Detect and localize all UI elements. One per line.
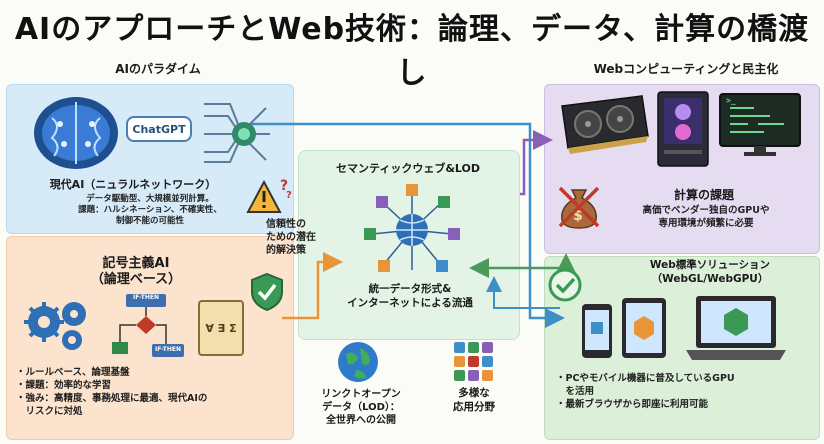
semantic-web-description: 統一データ形式& インターネットによる流通 [347, 283, 473, 309]
arrow-ai-to-standard [250, 122, 565, 328]
semantic-web-heading: セマンティックウェブ&LOD [335, 162, 481, 175]
terminal-prompt: >_ [726, 96, 736, 105]
network-globe-icon [364, 184, 460, 272]
flowchart-icon [112, 294, 184, 357]
check-circle-icon [548, 268, 582, 302]
if-then-label-bottom: IF-THEN [155, 346, 181, 353]
compute-problem-description: 高価でベンダー独自のGPUや 専用環境が頻繁に必要 [642, 205, 770, 229]
modern-ai-description: データ駆動型、大規模並列計算。 課題：ハルシネーション、不確実性、 制御不能の可… [78, 194, 222, 226]
pc-tower-icon [657, 91, 709, 167]
circuit-icon [204, 103, 270, 163]
laptop-icon [686, 296, 786, 360]
gpu-card-icon [561, 95, 649, 154]
web-standard-description: ・PCやモバイル機器に普及しているGPU を活用 ・最新ブラウザから即座に利用可… [556, 373, 735, 410]
web-computing-heading: Webコンピューティングと民主化 [593, 62, 779, 76]
compute-problem-heading: 計算の課題 [673, 188, 734, 202]
shield-check-icon [251, 272, 283, 312]
svg-text:?: ? [280, 178, 288, 194]
arrow-standard-to-semantic-lower [486, 276, 560, 309]
earth-globe-icon [338, 342, 378, 382]
page-title: AIのアプローチとWeb技術：論理、データ、計算の橋渡し [14, 12, 810, 91]
symbolic-ai-heading: 記号主義AI （論理ベース） [90, 256, 182, 287]
terminal-monitor-icon [719, 93, 801, 156]
smartphone-icon [582, 304, 612, 358]
modern-ai-heading: 現代AI（ニュラルネットワーク） [49, 178, 217, 191]
if-then-label-top: IF-THEN [133, 294, 159, 301]
apps-grid-icon [454, 342, 493, 381]
money-bag-crossed-icon: $ [558, 186, 600, 229]
bridge-solution-text: 信頼性の ための潜在 的解決策 [266, 219, 316, 256]
warning-icon: ? ? [246, 178, 292, 213]
brain-icon [34, 97, 118, 169]
svg-text:?: ? [286, 190, 292, 201]
web-standard-heading: Web標準ソリューション （WebGL/WebGPU） [649, 259, 771, 285]
symbolic-ai-description: ・ルールベース、論理基盤 ・課題：効率的な学習 ・強み：高精度、事務処理に最適、… [16, 367, 208, 417]
chatgpt-bubble: ChatGPT [126, 116, 192, 142]
ai-paradigm-heading: AIのパラダイム [115, 62, 201, 76]
lod-description: リンクトオープン データ（LOD）： 全世界への公開 [321, 389, 401, 426]
symbolic-ai-panel [6, 236, 294, 440]
applications-description: 多様な 応用分野 [453, 387, 495, 413]
arrow-symbolic-to-semantic [282, 252, 343, 320]
logic-scroll-icon: ∀ ∃ Σ [198, 300, 244, 356]
gears-icon [24, 302, 86, 350]
tablet-icon [622, 298, 666, 358]
arrow-semantic-to-compute [520, 130, 553, 196]
svg-text:$: $ [573, 208, 583, 224]
